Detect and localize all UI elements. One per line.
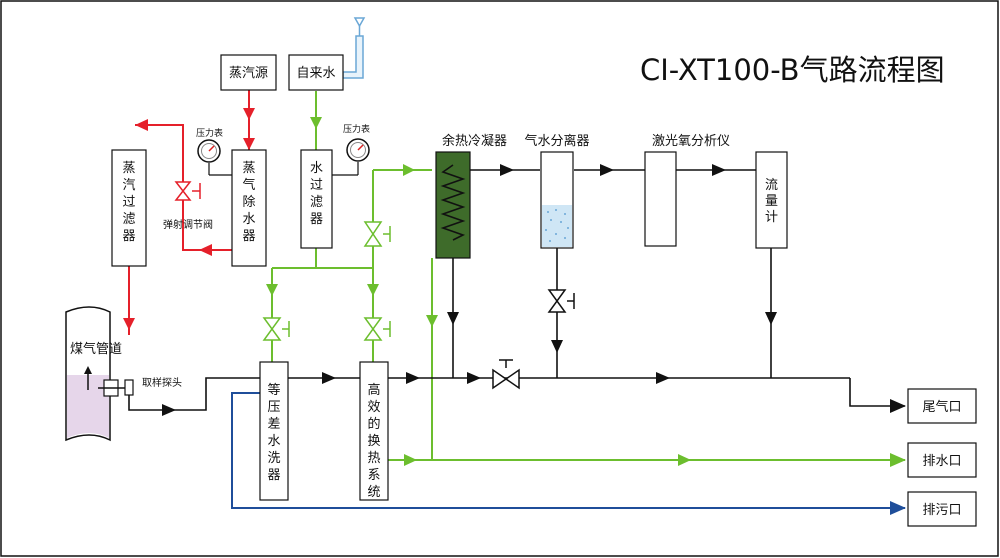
sewage-arrow — [890, 501, 906, 515]
steam-filter-label-text: 蒸汽过滤器 — [122, 161, 135, 244]
heat-exchanger-box — [359, 361, 389, 501]
tap-water-box: 自来水 — [288, 54, 344, 91]
water-filter-box — [300, 149, 333, 249]
separator-drain-valve-icon — [547, 289, 575, 313]
svg-text:排水口: 排水口 — [922, 454, 961, 469]
sewage-outlet-box: 排污口 — [907, 491, 977, 527]
diagram-title: CI-XT100-B气路流程图 — [640, 53, 945, 87]
separator-label: 气水分离器 — [524, 133, 589, 149]
exhaust-outlet-box: 尾气口 — [907, 388, 977, 424]
water-valve-2-icon — [262, 317, 290, 341]
svg-text:蒸汽源: 蒸汽源 — [229, 66, 268, 81]
pressure-gauge-2-icon — [332, 138, 370, 176]
gas-valve-icon — [492, 359, 520, 390]
gauge-label-2: 压力表 — [343, 123, 370, 135]
water-filter-label: 水过滤器 — [310, 161, 323, 227]
gas-pipe-icon — [65, 306, 134, 442]
analyzer-box — [644, 151, 677, 247]
svg-text:自来水: 自来水 — [296, 66, 335, 81]
water-valve-1-icon — [363, 221, 391, 247]
gauge-label-1: 压力表 — [196, 127, 223, 139]
svg-text:排污口: 排污口 — [922, 503, 961, 518]
faucet-icon — [342, 17, 366, 79]
gas-arrows — [162, 164, 906, 416]
heat-exchanger-label: 高效的换热系统 — [367, 382, 380, 500]
steam-dewater-label-text: 蒸气除水器 — [242, 161, 255, 244]
steam-source-box: 蒸汽源 — [220, 54, 277, 91]
steam-arrows — [123, 108, 255, 330]
condenser-icon — [435, 151, 471, 259]
spring-valve-icon — [174, 181, 201, 201]
probe-label: 取样探头 — [142, 376, 182, 389]
steam-filter-box — [111, 149, 147, 267]
flowmeter-label: 流量计 — [765, 178, 778, 225]
separator-icon — [540, 151, 574, 249]
water-valve-3-icon — [363, 317, 391, 341]
drain-outlet-box: 排水口 — [907, 442, 977, 478]
water-arrows — [266, 117, 906, 467]
spring-valve-label: 弹射调节阀 — [163, 218, 213, 231]
scrubber-label: 等压差水洗器 — [267, 382, 280, 483]
flowmeter-label-text: 流量计 — [765, 178, 778, 225]
sewage-line — [231, 392, 905, 509]
gas-pipe-label: 煤气管道 — [70, 341, 122, 357]
condenser-label: 余热冷凝器 — [442, 133, 507, 149]
pressure-gauge-1-icon — [197, 139, 232, 176]
scrubber-label-text: 等压差水洗器 — [267, 382, 280, 483]
svg-text:尾气口: 尾气口 — [922, 399, 961, 415]
analyzer-label: 激光氧分析仪 — [652, 134, 730, 149]
scrubber-box — [259, 361, 289, 501]
water-filter-label-text: 水过滤器 — [310, 161, 323, 227]
steam-dewater-label: 蒸气除水器 — [242, 161, 255, 244]
heat-exchanger-label-text: 高效的换热系统 — [367, 382, 380, 500]
flowmeter-box — [755, 151, 788, 249]
steam-dewater-box — [231, 149, 267, 267]
steam-filter-label: 蒸汽过滤器 — [122, 161, 135, 244]
